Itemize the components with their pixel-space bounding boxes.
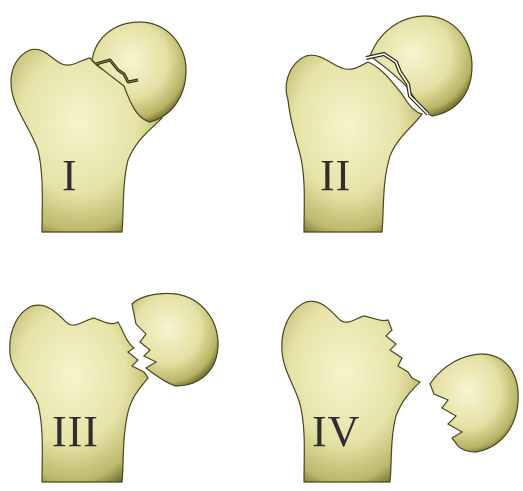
type-label: II	[320, 151, 351, 200]
type-label: I	[62, 151, 78, 200]
type-label: IV	[312, 407, 360, 456]
panel-type-3: III	[10, 293, 218, 482]
type-label: III	[52, 407, 99, 456]
femoral-head	[132, 293, 218, 386]
femoral-head-displaced	[430, 354, 518, 452]
panel-type-4: IV	[282, 301, 518, 482]
panel-type-1: I	[11, 22, 186, 232]
panel-type-2: II	[286, 16, 472, 232]
